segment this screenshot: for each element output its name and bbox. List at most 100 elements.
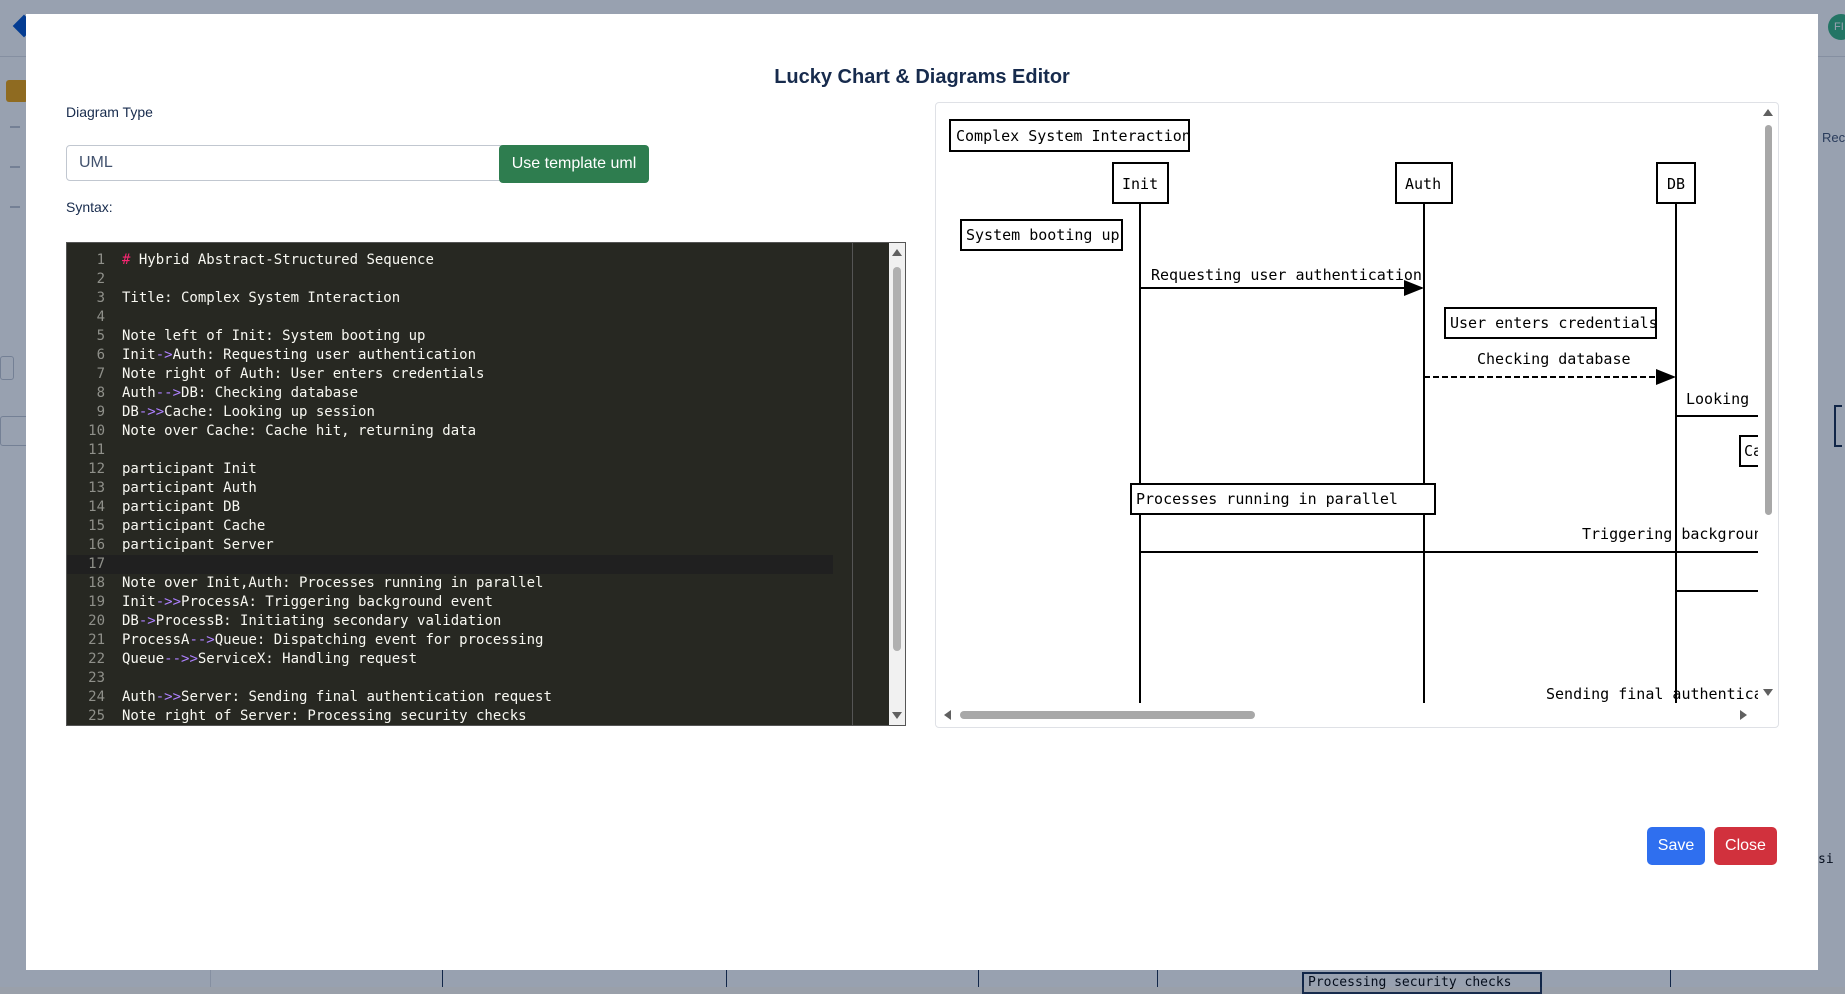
line-number: 25 xyxy=(88,708,105,724)
participant-label-db: DB xyxy=(1667,175,1685,193)
scrollbar-thumb[interactable] xyxy=(1765,125,1772,515)
note-user-credentials: User enters credentials xyxy=(1450,314,1658,332)
bg-text-fragment: si xyxy=(1818,852,1834,867)
scrollbar-thumb[interactable] xyxy=(960,711,1255,719)
code-text: Init->Auth: Requesting user authenticati… xyxy=(122,347,477,363)
code-text: ProcessA-->Queue: Dispatching event for … xyxy=(122,632,544,648)
line-number-gutter xyxy=(67,243,115,725)
line-number: 19 xyxy=(88,594,105,610)
code-text: DB->ProcessB: Initiating secondary valid… xyxy=(122,613,502,629)
code-line[interactable]: 9 DB->>Cache: Looking up session xyxy=(67,403,833,422)
bg-lifeline xyxy=(1157,965,1158,987)
code-text: Title: Complex System Interaction xyxy=(122,290,401,306)
scroll-up-arrow-icon[interactable] xyxy=(892,249,902,256)
save-button[interactable]: Save xyxy=(1647,827,1705,865)
code-text: Note right of Auth: User enters credenti… xyxy=(122,366,485,382)
space-icon xyxy=(6,80,28,102)
scrollbar-thumb[interactable] xyxy=(893,267,901,651)
line-number: 6 xyxy=(96,347,105,363)
code-line[interactable]: 18 Note over Init,Auth: Processes running… xyxy=(67,574,833,593)
code-line[interactable]: 8 Auth-->DB: Checking database xyxy=(67,384,833,403)
line-number: 9 xyxy=(96,404,105,420)
line-number: 8 xyxy=(96,385,105,401)
line-number: 17 xyxy=(88,556,105,572)
code-text: Queue-->>ServiceX: Handling request xyxy=(122,651,418,667)
note-parallel: Processes running in parallel xyxy=(1136,490,1398,508)
diagram-preview: Complex System Interaction Init Auth DB … xyxy=(935,102,1779,728)
line-number: 11 xyxy=(88,442,105,458)
close-button[interactable]: Close xyxy=(1714,827,1777,865)
code-text: Note over Init,Auth: Processes running i… xyxy=(122,575,544,591)
code-text: participant Auth xyxy=(122,480,257,496)
code-line[interactable]: 4 xyxy=(67,308,833,327)
nav-placeholder xyxy=(10,206,20,208)
code-line[interactable]: 3 Title: Complex System Interaction xyxy=(67,289,833,308)
code-text: # Hybrid Abstract-Structured Sequence xyxy=(122,252,434,268)
code-text: Auth-->DB: Checking database xyxy=(122,385,359,401)
use-template-button[interactable]: Use template uml xyxy=(499,145,649,183)
syntax-label: Syntax: xyxy=(66,199,113,215)
participant-box-auth xyxy=(1395,162,1453,204)
scroll-right-arrow-icon[interactable] xyxy=(1740,710,1747,720)
message-label-sending-final: Sending final authenticat xyxy=(1546,685,1758,703)
participant-box-db xyxy=(1656,162,1696,204)
diagram-type-input[interactable] xyxy=(66,145,536,181)
preview-horizontal-scrollbar[interactable] xyxy=(936,703,1756,725)
line-number: 15 xyxy=(88,518,105,534)
line-number: 24 xyxy=(88,689,105,705)
line-number: 10 xyxy=(88,423,105,439)
code-line[interactable]: 11 xyxy=(67,441,833,460)
bg-recent-link: Rec xyxy=(1822,130,1845,145)
modal-title: Lucky Chart & Diagrams Editor xyxy=(774,66,1070,88)
scroll-up-arrow-icon[interactable] xyxy=(1763,109,1773,116)
diagram-type-label: Diagram Type xyxy=(66,104,153,120)
code-line[interactable]: 17 xyxy=(67,555,833,574)
line-number: 18 xyxy=(88,575,105,591)
sidebar-chip xyxy=(0,356,14,380)
bg-lifeline xyxy=(726,965,727,987)
code-text: participant Server xyxy=(122,537,274,553)
participant-box-init xyxy=(1112,162,1169,204)
print-margin xyxy=(852,243,853,725)
note-box-cache xyxy=(1739,435,1758,467)
code-text: Note over Cache: Cache hit, returning da… xyxy=(122,423,477,439)
code-line[interactable]: 23 xyxy=(67,669,833,688)
participant-label-init: Init xyxy=(1122,175,1158,193)
line-number: 3 xyxy=(96,290,105,306)
scroll-down-arrow-icon[interactable] xyxy=(892,712,902,719)
editor-vertical-scrollbar[interactable] xyxy=(889,243,905,725)
code-text: Init->>ProcessA: Triggering background e… xyxy=(122,594,493,610)
code-line[interactable]: 2 xyxy=(67,270,833,289)
preview-vertical-scrollbar[interactable] xyxy=(1758,103,1776,703)
code-line[interactable]: 6 Init->Auth: Requesting user authenticat… xyxy=(67,346,833,365)
participant-label-auth: Auth xyxy=(1405,175,1441,193)
nav-placeholder xyxy=(10,126,20,128)
bg-lifeline xyxy=(442,965,443,987)
code-text: DB->>Cache: Looking up session xyxy=(122,404,375,420)
scroll-left-arrow-icon[interactable] xyxy=(944,710,951,720)
line-number: 4 xyxy=(96,309,105,325)
scroll-down-arrow-icon[interactable] xyxy=(1763,689,1773,696)
bg-lifeline xyxy=(1670,965,1671,987)
code-line[interactable]: 10 Note over Cache: Cache hit, returning … xyxy=(67,422,833,441)
code-text: participant Init xyxy=(122,461,257,477)
code-text: Note left of Init: System booting up xyxy=(122,328,426,344)
line-number: 16 xyxy=(88,537,105,553)
message-label-checking-db: Checking database xyxy=(1477,350,1631,368)
code-line[interactable]: 19 Init->>ProcessA: Triggering background… xyxy=(67,593,833,612)
code-line[interactable]: 16 participant Server xyxy=(67,536,833,555)
code-line[interactable]: 1# Hybrid Abstract-Structured Sequence xyxy=(67,251,833,270)
